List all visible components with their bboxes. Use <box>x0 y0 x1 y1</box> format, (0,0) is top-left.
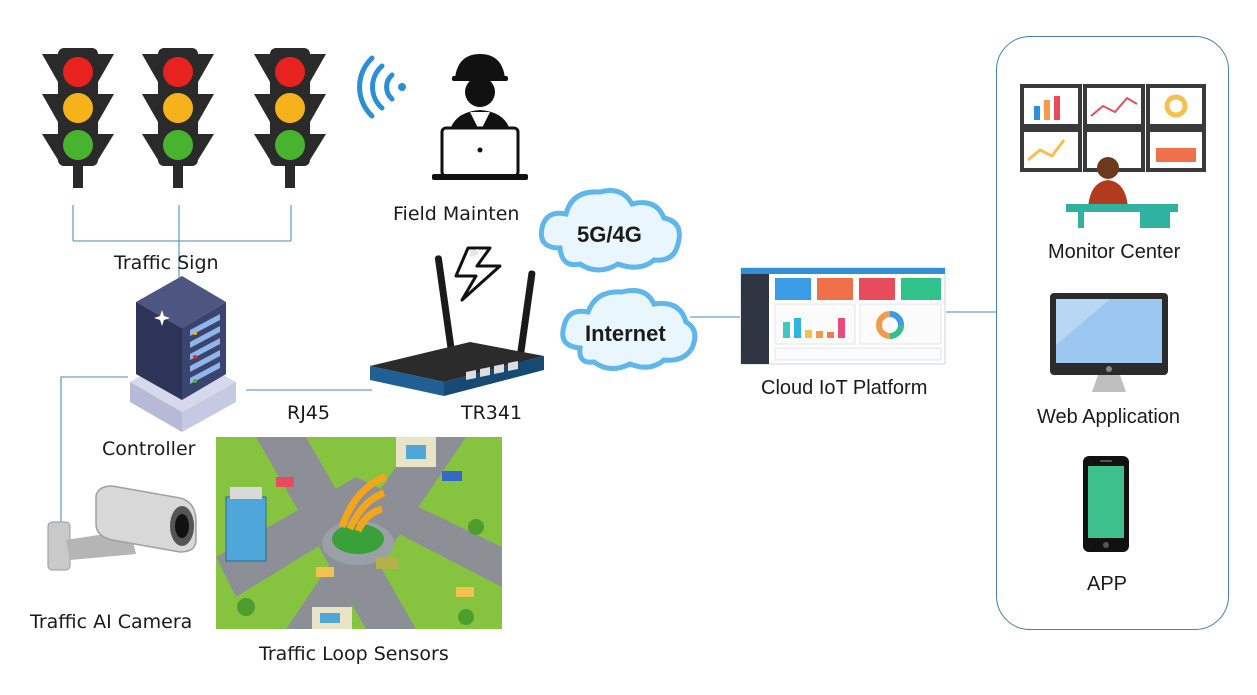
monitor-center-label: Monitor Center <box>1048 241 1181 263</box>
traffic-ai-camera-label: Traffic AI Camera <box>30 611 193 633</box>
controller-label: Controller <box>102 438 196 460</box>
phone-icon <box>1083 456 1129 552</box>
web-application-label: Web Application <box>1037 406 1181 428</box>
wifi-icon <box>357 55 406 119</box>
desktop-monitor-icon <box>1050 293 1168 392</box>
controller-server-icon <box>130 276 236 432</box>
tr341-label: TR341 <box>461 402 523 424</box>
traffic-camera-icon <box>47 485 197 571</box>
traffic-light-3 <box>254 48 326 188</box>
traffic-light-1 <box>42 48 114 188</box>
cloud-5g-icon <box>538 188 682 273</box>
cloud-internet-label: Internet <box>585 321 666 346</box>
traffic-light-2 <box>142 48 214 188</box>
traffic-sign-label: Traffic Sign <box>114 252 219 274</box>
app-label: APP <box>1087 573 1128 595</box>
rj45-label: RJ45 <box>287 402 330 424</box>
router-tr341-icon <box>370 248 544 396</box>
field-maintenance-icon <box>432 54 528 180</box>
traffic-loop-sensors-image <box>216 437 502 629</box>
traffic-loop-sensors-label: Traffic Loop Sensors <box>259 643 449 665</box>
field-maintenance-label: Field Mainten <box>393 203 520 225</box>
camera-link <box>60 376 128 530</box>
cloud-5g-label: 5G/4G <box>577 222 642 247</box>
cloud-iot-dashboard-icon <box>740 267 946 365</box>
client-applications-panel <box>996 36 1229 630</box>
cloud-internet-icon <box>560 288 698 371</box>
monitor-center-icon <box>1020 84 1206 228</box>
lightning-icon <box>454 246 502 302</box>
traffic-sign-bracket <box>72 205 292 282</box>
cloud-iot-platform-label: Cloud IoT Platform <box>761 377 928 399</box>
